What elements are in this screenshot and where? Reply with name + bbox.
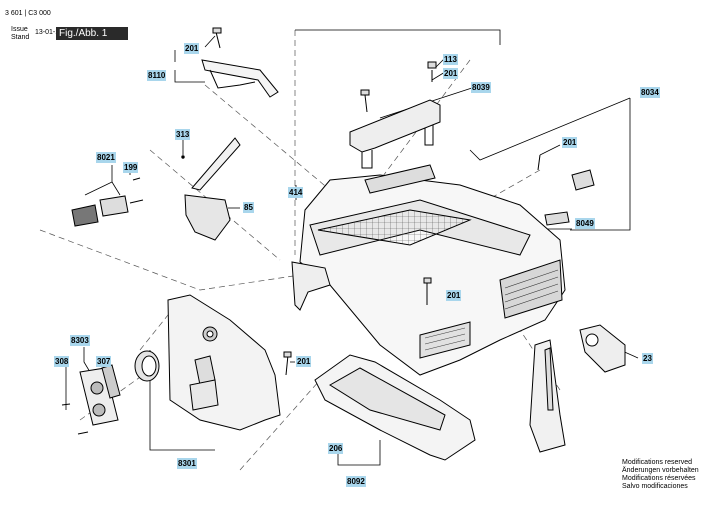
callout-201-top-handle: 201 [184,43,200,54]
callout-307: 307 [96,356,112,367]
callout-206: 206 [328,443,344,454]
part-handle-8110 [201,27,279,98]
issue-date: 13-01-15 [35,29,64,36]
callout-8092: 8092 [346,476,366,487]
part-bracket-8021 [71,177,144,227]
part-housing-8034 [299,154,595,376]
callout-8110: 8110 [147,70,167,81]
callout-8034: 8034 [640,87,660,98]
modifications-note-fr: Modifications réservées [622,475,696,482]
callout-8303: 8303 [70,335,90,346]
callout-8039: 8039 [471,82,491,93]
part-knob [134,350,160,382]
callout-8301: 8301 [177,458,197,469]
callout-23: 23 [642,353,653,364]
modifications-note-en: Modifications reserved [622,459,693,466]
callout-199: 199 [123,162,139,173]
modifications-note-es: Salvo modificaciones [622,483,688,490]
callout-201-handle: 201 [443,68,459,79]
callout-201-cover: 201 [296,356,312,367]
part-clamp-23 [529,324,626,453]
figure-label: Fig./Abb. 1 [56,27,128,40]
callout-308: 308 [54,356,70,367]
modifications-note-de: Änderungen vorbehalten [622,467,699,474]
part-plate-8303 [61,364,121,435]
part-tray-8092 [314,354,476,461]
callout-414: 414 [288,187,304,198]
part-handle-8039 [349,61,441,169]
callout-8049: 8049 [575,218,595,229]
stand-label: Stand [11,34,30,41]
callout-85: 85 [243,202,254,213]
doc-number: 3 601 | C3 000 [5,10,51,17]
part-lever-85 [181,137,241,241]
callout-201-housing: 201 [446,290,462,301]
callout-201-right: 201 [562,137,578,148]
callout-113: 113 [443,54,458,65]
part-strip-414 [291,261,331,311]
issue-label: Issue [11,26,28,33]
part-cover-8301 [167,294,292,431]
callout-8021: 8021 [96,152,116,163]
callout-313: 313 [175,129,191,140]
leader-lines [65,29,639,466]
